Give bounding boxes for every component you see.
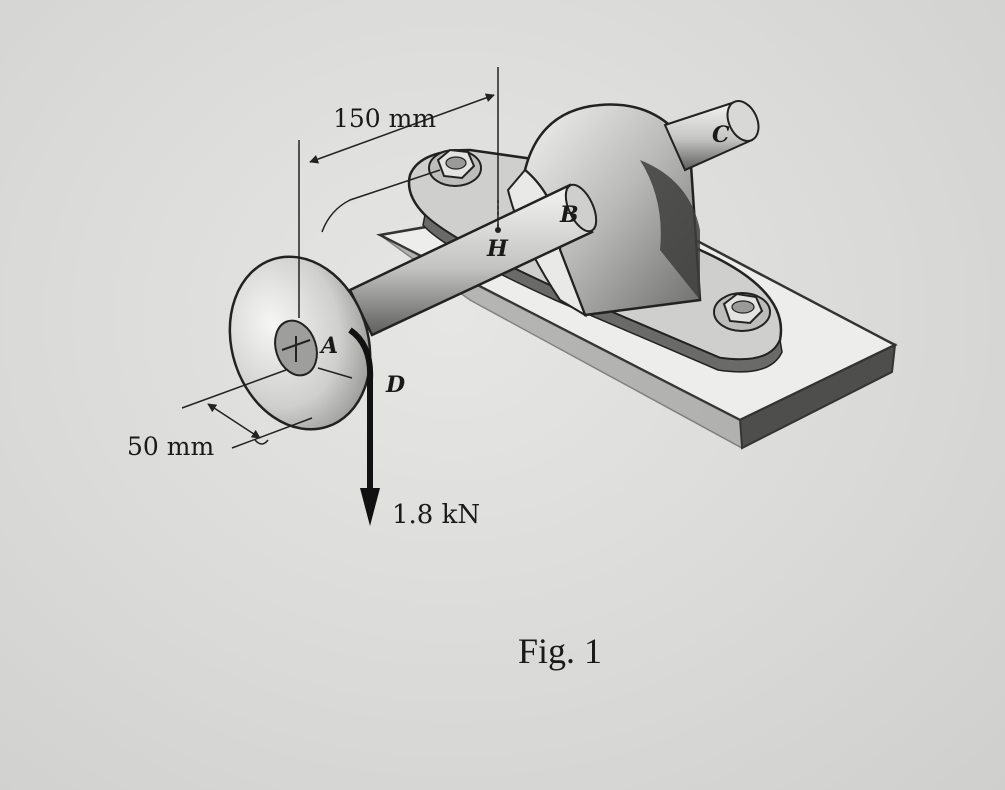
force-arrow xyxy=(348,327,380,526)
shaft-end-c xyxy=(663,100,760,172)
point-label-h: H xyxy=(487,236,508,262)
disk-a xyxy=(228,255,372,431)
dimension-label-50: 50 mm xyxy=(127,432,215,461)
bolt-left xyxy=(428,148,482,187)
point-label-b: B xyxy=(560,202,579,228)
point-label-c: C xyxy=(712,122,730,148)
load-label: 1.8 kN xyxy=(392,500,481,530)
dimension-label-150: 150 mm xyxy=(333,104,437,133)
point-h-marker xyxy=(495,200,501,233)
bolt-right xyxy=(713,292,771,332)
figure-caption: Fig. 1 xyxy=(518,631,603,671)
dimension-50 xyxy=(181,367,353,449)
point-label-d: D xyxy=(386,372,406,398)
point-label-a: A xyxy=(321,333,339,359)
